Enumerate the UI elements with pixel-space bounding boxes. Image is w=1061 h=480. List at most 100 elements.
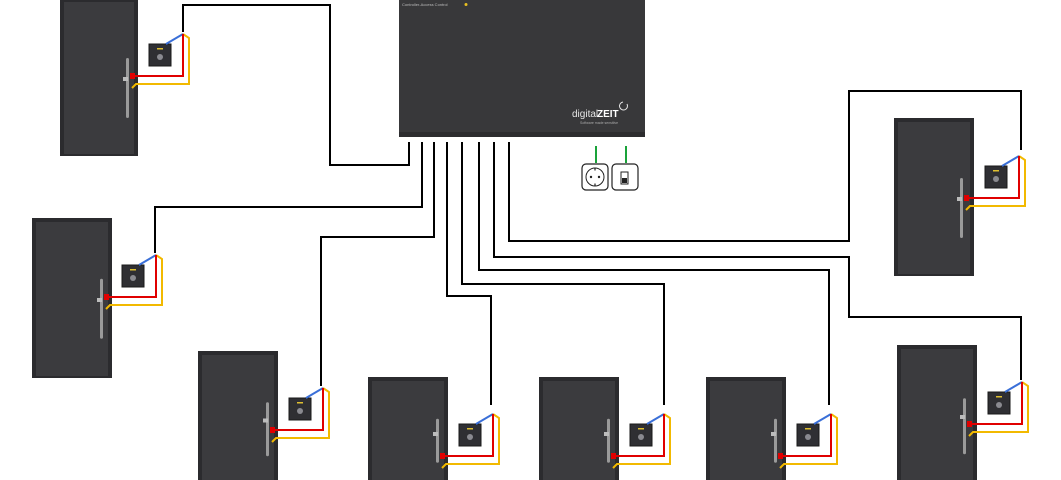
reader-sensor [297,408,303,414]
door-handle [960,178,963,239]
reader-sensor [805,434,811,440]
wire-yellow [779,413,838,469]
controller-status-led [464,3,468,6]
brand-prefix: digital [572,109,598,120]
lock-connector [964,195,969,201]
door-8 [894,118,1026,276]
cable-door-6 [478,142,830,405]
wire-blue [813,413,832,425]
wire-yellow [271,387,330,443]
wire-red [969,382,1023,425]
wire-blue [475,413,494,425]
door-handle [436,418,439,463]
wire-red [966,156,1020,199]
lock-connector [440,453,445,459]
door-lock [604,432,609,436]
door-handle [963,398,966,455]
reader-sensor [638,434,644,440]
lock-connector [104,294,109,300]
controller-label: Controller-Access Control [402,2,448,7]
reader-sensor [996,402,1002,408]
door-3 [198,351,330,480]
door-lock [771,432,776,436]
cable-door-4 [446,142,492,405]
door-lock [957,197,962,201]
wire-blue [138,254,157,266]
wire-red [613,414,665,457]
wire-red [106,255,157,298]
door-lock [123,77,128,81]
door-panel [202,355,274,480]
reader-led [467,428,473,430]
brand-name: ZEIT [597,109,619,120]
door-7 [897,345,1029,480]
reader-sensor [993,176,999,182]
lock-connector [967,421,972,427]
controller-unit: Controller-Access Control digital ZEIT S… [399,0,645,137]
wire-yellow [612,413,671,469]
door-panel [64,2,134,154]
door-handle [266,402,269,457]
door-lock [263,418,268,423]
wire-blue [305,387,324,399]
wire-red [132,34,184,77]
reader-led [157,48,163,50]
wire-red [272,388,324,431]
light-switch-icon [611,163,639,191]
cable-door-7 [493,142,1022,380]
door-panel [543,381,615,480]
cable-door-5 [461,142,665,405]
wire-red [780,414,832,457]
reader-sensor [467,434,473,440]
door-handle [607,418,610,463]
brand-logo-icon [619,101,628,111]
door-panel [901,349,973,480]
reader-led [993,170,999,172]
reader-led [805,428,811,430]
door-lock [433,432,438,436]
door-panel [36,222,108,376]
door-6 [706,377,838,480]
cable-door-2 [154,142,423,253]
reader-led [996,396,1002,398]
wire-yellow [965,155,1026,211]
lock-connector [778,453,783,459]
door-panel [372,381,444,480]
lock-connector [270,427,275,433]
controller-cables [154,4,1022,405]
reader-sensor [130,275,136,281]
wire-yellow [131,33,190,89]
door-lock [97,298,102,302]
door-5 [539,377,671,480]
lock-connector [130,73,135,79]
wire-blue [165,33,184,45]
cable-door-1 [182,4,410,166]
wire-yellow [441,413,500,469]
wire-blue [1001,155,1020,167]
wire-blue [1004,381,1023,393]
wire-red [442,414,494,457]
wire-yellow [105,254,163,310]
wire-blue [646,413,665,425]
cable-door-8 [508,90,1022,242]
door-1 [60,0,190,156]
power-socket-icon [581,163,609,191]
doors [32,0,1029,480]
lock-connector [611,453,616,459]
door-handle [774,418,777,463]
door-handle [126,58,129,119]
door-2 [32,218,163,378]
door-panel [710,381,782,480]
reader-led [297,402,303,404]
door-lock [960,415,965,419]
reader-led [638,428,644,430]
wire-yellow [968,381,1029,437]
door-handle [100,278,103,339]
reader-led [130,269,136,271]
reader-sensor [157,54,163,60]
peripheral-wires [595,146,627,163]
brand-tagline: Software made sensitive [580,121,618,125]
door-4 [368,377,500,480]
cable-door-3 [320,142,435,386]
